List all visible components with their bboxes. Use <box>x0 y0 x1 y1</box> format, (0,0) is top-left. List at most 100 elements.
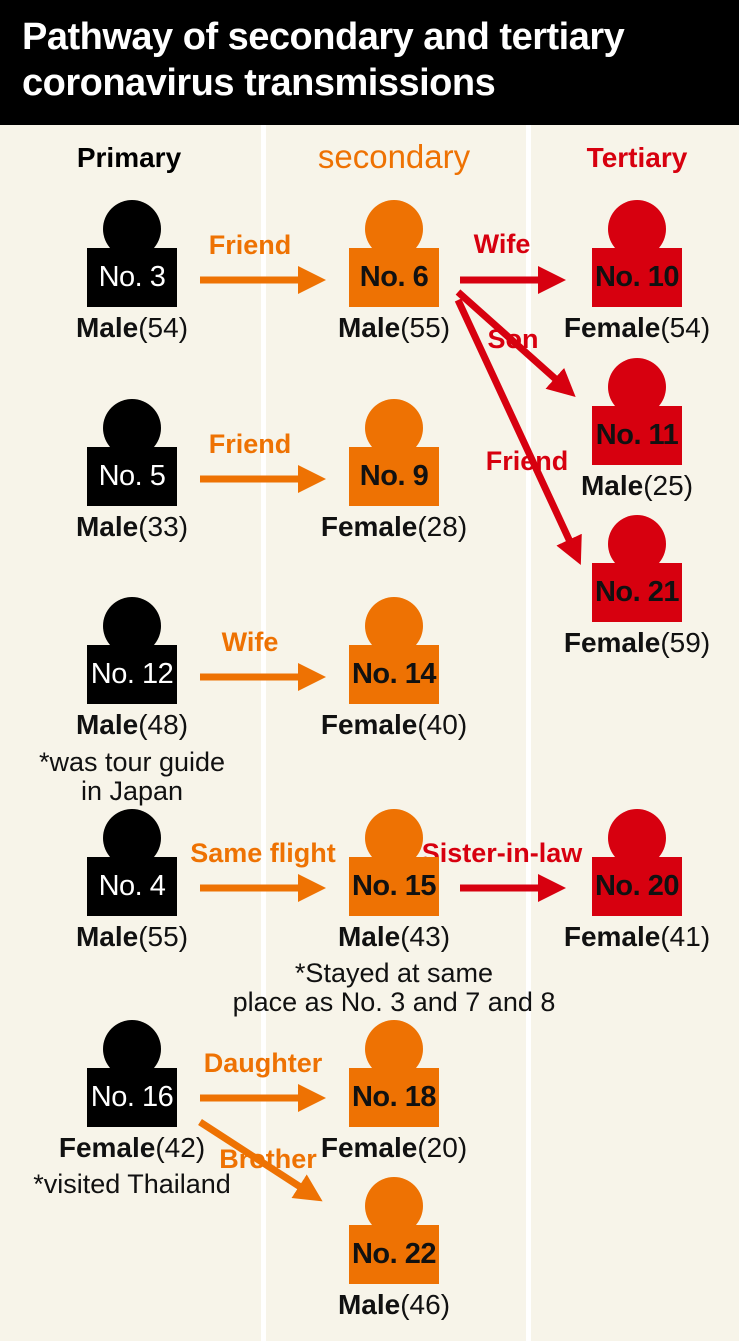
note-line: *Stayed at same <box>294 958 494 988</box>
case-number: No. 5 <box>98 460 166 492</box>
person-body-icon: No. 4 <box>87 857 177 916</box>
gender: Male <box>75 312 139 343</box>
age: (46) <box>400 1289 451 1320</box>
person-no-10: No. 10 <box>592 200 682 310</box>
person-description: Female(42) <box>59 1132 205 1164</box>
person-no-15: No. 15 <box>349 809 439 919</box>
gender: Male <box>75 709 139 740</box>
note-no12: *was tour guide in Japan <box>39 748 225 806</box>
relation-label: Same flight <box>190 838 336 868</box>
gender: Female <box>320 1132 418 1163</box>
case-number: No. 16 <box>90 1081 174 1113</box>
age: (40) <box>417 709 468 740</box>
person-no-21: No. 21 <box>592 515 682 625</box>
person-description: Male(54) <box>76 312 188 344</box>
age: (54) <box>660 312 711 343</box>
person-description: Male(55) <box>76 921 188 953</box>
column-divider <box>261 125 266 1341</box>
case-number: No. 11 <box>595 419 679 451</box>
relation-label: Brother <box>219 1144 317 1174</box>
person-no-20: No. 20 <box>592 809 682 919</box>
person-description: Male(46) <box>338 1289 450 1321</box>
person-no-18: No. 18 <box>349 1020 439 1130</box>
gender: Female <box>563 627 661 658</box>
note-line: place as No. 3 and 7 and 8 <box>232 987 556 1017</box>
age: (59) <box>660 627 711 658</box>
person-no-4: No. 4 <box>87 809 177 919</box>
case-number: No. 18 <box>351 1081 437 1113</box>
person-description: Male(33) <box>76 511 188 543</box>
person-body-icon: No. 5 <box>87 447 177 506</box>
case-number: No. 14 <box>351 658 437 690</box>
person-no-22: No. 22 <box>349 1177 439 1287</box>
case-number: No. 6 <box>359 261 429 293</box>
person-no-11: No. 11 <box>592 358 682 468</box>
title-line-1: Pathway of secondary and tertiary <box>22 16 625 58</box>
case-number: No. 9 <box>359 460 429 492</box>
person-description: Male(25) <box>581 470 693 502</box>
header-secondary: secondary <box>317 138 471 175</box>
person-no-9: No. 9 <box>349 399 439 509</box>
person-no-14: No. 14 <box>349 597 439 707</box>
arrow-16-22 <box>198 1119 323 1202</box>
person-description: Female(28) <box>321 511 467 543</box>
person-body-icon: No. 21 <box>592 563 682 622</box>
relation-label: Son <box>487 324 539 354</box>
age: (33) <box>138 511 189 542</box>
age: (43) <box>400 921 451 952</box>
header-primary: Primary <box>76 142 182 173</box>
relation-label: Wife <box>473 229 531 259</box>
note-no15: *Stayed at same place as No. 3 and 7 and… <box>233 959 556 1017</box>
person-no-16: No. 16 <box>87 1020 177 1130</box>
relation-label: Friend <box>485 446 569 476</box>
person-description: Female(20) <box>321 1132 467 1164</box>
title-bar: Pathway of secondary and tertiary corona… <box>0 0 739 125</box>
person-description: Male(55) <box>338 312 450 344</box>
person-body-icon: No. 10 <box>592 248 682 307</box>
person-no-6: No. 6 <box>349 200 439 310</box>
person-description: Female(59) <box>564 627 710 659</box>
age: (41) <box>660 921 711 952</box>
relation-label: Friend <box>208 230 292 260</box>
age: (55) <box>400 312 451 343</box>
header-tertiary: Tertiary <box>586 142 688 173</box>
note-line: *visited Thailand <box>33 1169 231 1199</box>
title-line-2: coronavirus transmissions <box>22 62 496 104</box>
age: (54) <box>138 312 189 343</box>
person-body-icon: No. 3 <box>87 248 177 307</box>
person-body-icon: No. 18 <box>349 1068 439 1127</box>
person-description: Female(41) <box>564 921 710 953</box>
age: (25) <box>643 470 694 501</box>
person-body-icon: No. 6 <box>349 248 439 307</box>
age: (42) <box>155 1132 206 1163</box>
relation-label: Friend <box>208 429 292 459</box>
case-number: No. 3 <box>98 261 166 293</box>
arrow-6-11 <box>455 289 576 397</box>
note-line: in Japan <box>80 776 184 806</box>
gender: Female <box>320 709 418 740</box>
person-description: Male(48) <box>76 709 188 741</box>
gender: Male <box>337 921 401 952</box>
person-body-icon: No. 9 <box>349 447 439 506</box>
person-body-icon: No. 16 <box>87 1068 177 1127</box>
gender: Male <box>580 470 644 501</box>
gender: Female <box>320 511 418 542</box>
age: (55) <box>138 921 189 952</box>
gender: Male <box>75 921 139 952</box>
case-number: No. 20 <box>594 870 680 902</box>
case-number: No. 21 <box>594 576 680 608</box>
gender: Female <box>563 312 661 343</box>
gender: Male <box>337 1289 401 1320</box>
diagram-title: Pathway of secondary and tertiary corona… <box>22 14 625 106</box>
gender: Male <box>75 511 139 542</box>
person-no-12: No. 12 <box>87 597 177 707</box>
gender: Female <box>563 921 661 952</box>
person-body-icon: No. 14 <box>349 645 439 704</box>
case-number: No. 12 <box>90 658 174 690</box>
case-number: No. 10 <box>594 261 680 293</box>
age: (48) <box>138 709 189 740</box>
case-number: No. 15 <box>351 870 437 902</box>
gender: Male <box>337 312 401 343</box>
gender: Female <box>58 1132 156 1163</box>
